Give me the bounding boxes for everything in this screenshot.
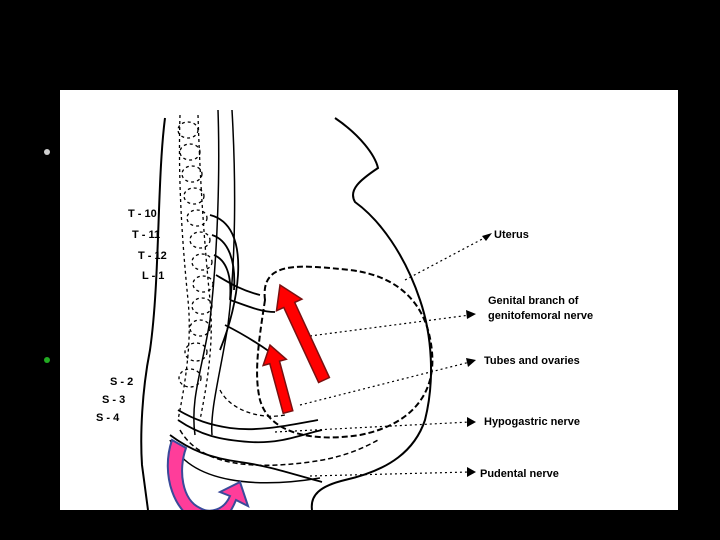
- level-label: T - 12: [138, 250, 167, 262]
- pelvic-innervation-figure: T - 10 T - 11 T - 12 L - 1 S - 2 S - 3 S…: [60, 90, 678, 510]
- pudental-nerve-label: Pudental nerve: [480, 468, 559, 480]
- genital-branch-label: Genital branch of: [488, 295, 579, 307]
- lower-level-labels: S - 2 S - 3 S - 4: [96, 376, 133, 424]
- spinal-canal-inner: [210, 109, 236, 436]
- level-label: T - 10: [128, 208, 157, 220]
- pain-pathway-arrows: [261, 283, 331, 415]
- level-label: T - 11: [132, 229, 160, 241]
- red-arrow-icon: [261, 343, 294, 415]
- tubes-ovaries-label: Tubes and ovaries: [484, 355, 580, 367]
- upper-level-labels: T - 10 T - 11 T - 12 L - 1: [128, 208, 167, 282]
- level-label: L - 1: [142, 270, 164, 282]
- perineum-line: [169, 439, 321, 484]
- nerve-fibers: [169, 214, 323, 483]
- bladder-outline: [219, 389, 286, 417]
- level-label: S - 3: [102, 394, 125, 406]
- pudendal-loop-arrow-icon: [166, 438, 250, 510]
- red-arrow-icon: [275, 283, 331, 384]
- bullet-2: [44, 357, 50, 363]
- level-label: S - 4: [96, 412, 120, 424]
- bullet-1: [44, 149, 50, 155]
- uterus-label: Uterus: [494, 229, 529, 241]
- level-label: S - 2: [110, 376, 133, 388]
- callout-arrowheads: [466, 233, 492, 477]
- pelvic-innervation-diagram: T - 10 T - 11 T - 12 L - 1 S - 2 S - 3 S…: [96, 109, 593, 510]
- callout-lines: [274, 235, 489, 477]
- hypogastric-nerve-label: Hypogastric nerve: [484, 416, 580, 428]
- abdomen-outline: [310, 117, 433, 510]
- genitofemoral-nerve-label: genitofemoral nerve: [488, 310, 593, 322]
- vertebral-column: [177, 114, 214, 421]
- back-outline: [140, 117, 166, 510]
